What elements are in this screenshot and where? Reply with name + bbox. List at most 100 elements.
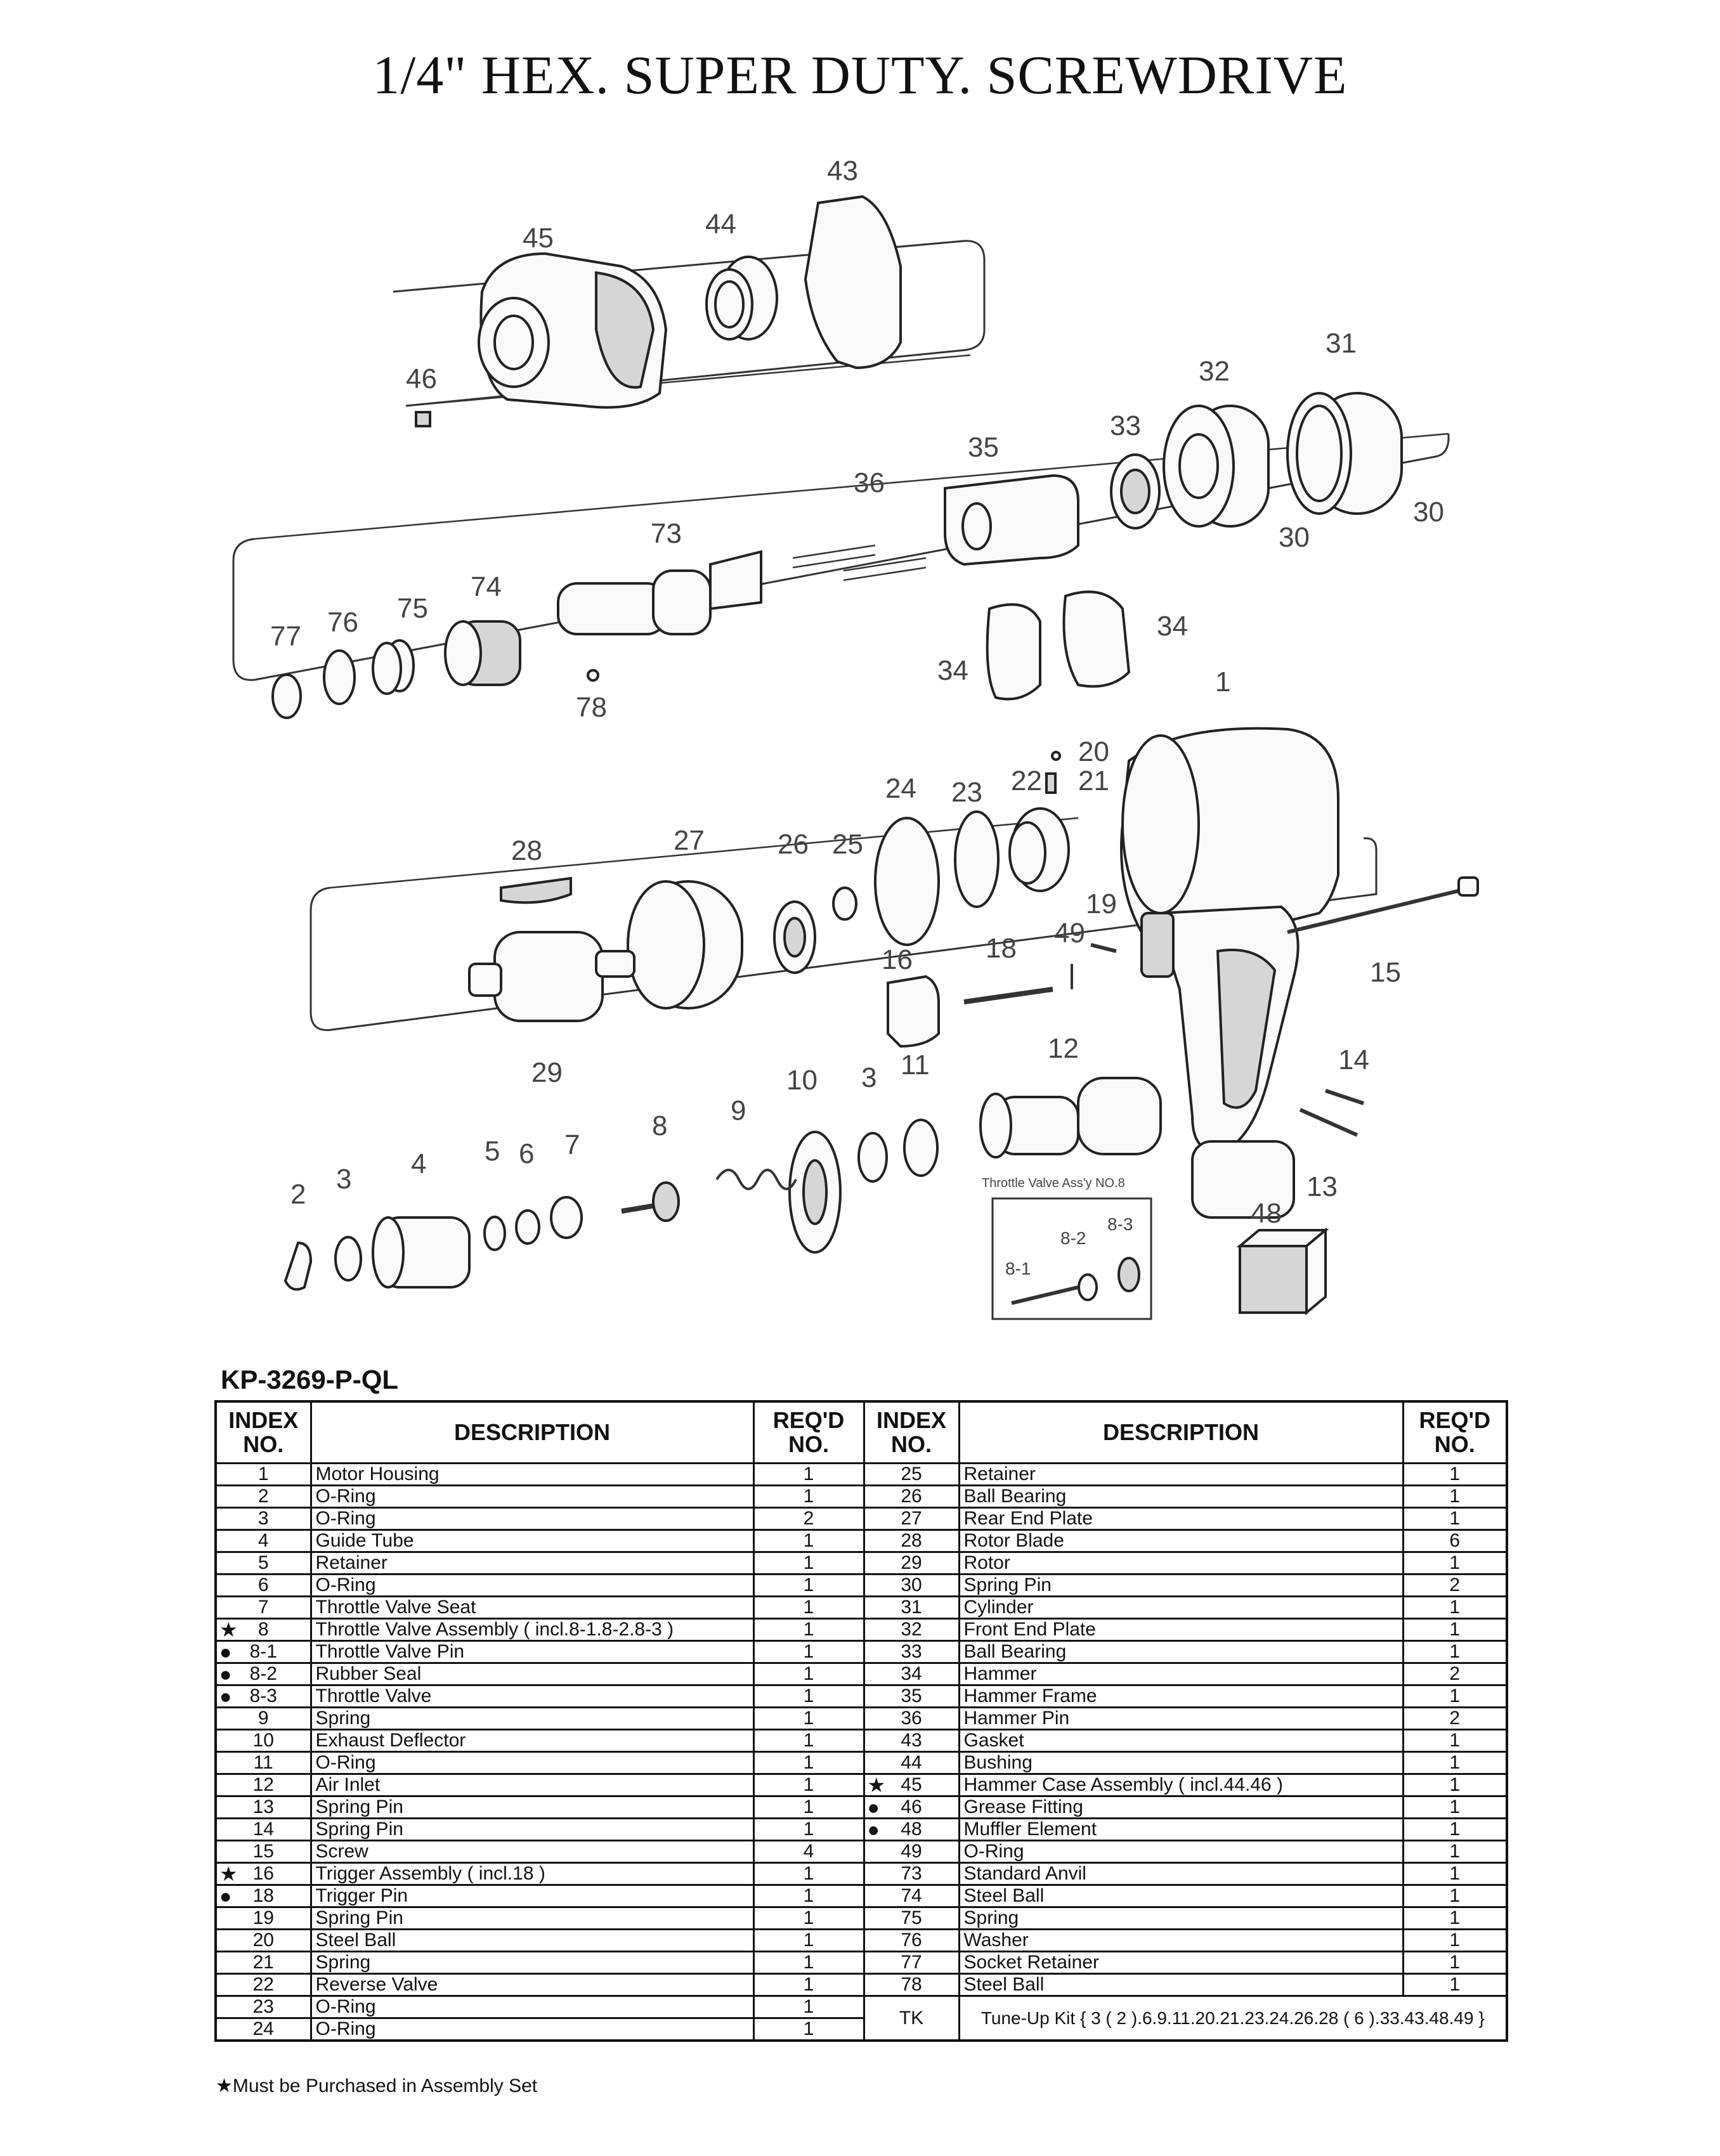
- part-29-rotor: [468, 931, 635, 1022]
- description-cell: Grease Fitting: [958, 1795, 1404, 1819]
- dot-icon: ●: [219, 1685, 232, 1708]
- description-cell: O-Ring: [309, 1751, 755, 1775]
- qty-cell: 1: [1402, 1773, 1508, 1797]
- index-value: 48: [901, 1819, 922, 1840]
- callout-34-right: 34: [1157, 611, 1188, 642]
- index-value: 31: [901, 1597, 922, 1618]
- part-15-screw: [1287, 886, 1472, 934]
- index-value: 7: [257, 1597, 269, 1618]
- index-value: 21: [252, 1952, 274, 1973]
- part-22-reverse-valve: [1008, 807, 1070, 892]
- qty-cell: 1: [1402, 1973, 1508, 1997]
- callout-2: 2: [290, 1179, 306, 1210]
- qty-cell: 2: [1402, 1706, 1508, 1731]
- footnote-star-icon: ★: [216, 2075, 233, 2096]
- qty-cell: 1: [1402, 1640, 1508, 1664]
- qty-cell: 1: [752, 1662, 865, 1686]
- index-value: 27: [901, 1508, 922, 1529]
- callout-1: 1: [1215, 666, 1230, 698]
- description-cell: Throttle Valve Pin: [309, 1640, 755, 1664]
- qty-cell: 4: [752, 1840, 865, 1864]
- index-value: 19: [252, 1907, 274, 1928]
- index-value: 18: [252, 1885, 274, 1906]
- index-cell: 78: [863, 1973, 960, 1997]
- index-value: 15: [252, 1841, 274, 1862]
- callout-14: 14: [1338, 1044, 1369, 1075]
- index-value: 45: [901, 1774, 922, 1795]
- inset-label-8-2: 8-2: [1060, 1228, 1086, 1248]
- part-3-o-ring-left: [334, 1236, 362, 1282]
- index-cell: 12: [214, 1773, 312, 1797]
- callout-45: 45: [523, 223, 554, 254]
- callout-18: 18: [986, 933, 1017, 964]
- index-value: 8-1: [249, 1641, 277, 1662]
- callout-9: 9: [731, 1095, 746, 1126]
- index-cell: 76: [863, 1928, 960, 1952]
- callout-74: 74: [471, 571, 502, 602]
- callout-4: 4: [411, 1148, 426, 1179]
- part-25-retainer: [832, 886, 857, 921]
- callout-10: 10: [786, 1065, 818, 1096]
- index-value: 73: [901, 1863, 922, 1884]
- model-number: KP-3269-P-QL: [221, 1365, 399, 1394]
- index-value: 9: [257, 1708, 269, 1729]
- description-cell: O-Ring: [309, 1484, 755, 1509]
- qty-cell: 1: [1402, 1507, 1508, 1531]
- description-cell: O-Ring: [309, 1573, 755, 1597]
- part-74-steel-ball-socket: [444, 620, 521, 686]
- part-3-o-ring-right: [857, 1132, 888, 1183]
- inset-box: [991, 1197, 1152, 1320]
- qty-cell: 1: [752, 1573, 865, 1597]
- index-cell: 32: [863, 1618, 960, 1642]
- tk-index-cell: TK: [863, 1995, 960, 2042]
- part-16-trigger-assembly: [887, 975, 940, 1048]
- inset-label-8-3: 8-3: [1107, 1214, 1133, 1234]
- index-value: 6: [257, 1575, 269, 1595]
- index-cell: ★8: [214, 1618, 312, 1642]
- page-title: 1/4" HEX. SUPER DUTY. SCREWDRIVE: [372, 44, 1348, 105]
- description-cell: Spring: [309, 1706, 755, 1731]
- index-value: 8-3: [249, 1685, 277, 1706]
- index-cell: 73: [863, 1862, 960, 1886]
- qty-cell: 1: [752, 1595, 865, 1620]
- part-13-spring-pin: [1299, 1108, 1358, 1137]
- description-cell: Spring Pin: [958, 1573, 1404, 1597]
- qty-cell: 1: [752, 1773, 865, 1797]
- part-36-hammer-pin: [792, 544, 876, 559]
- part-44-bushing: [705, 256, 778, 341]
- header-description-left: DESCRIPTION: [309, 1400, 755, 1464]
- index-cell: 13: [214, 1795, 312, 1819]
- part-6-o-ring: [515, 1209, 540, 1245]
- index-value: 43: [901, 1730, 922, 1751]
- index-cell: ★45: [863, 1773, 960, 1797]
- index-value: 44: [901, 1752, 922, 1773]
- description-cell: Hammer Frame: [958, 1684, 1404, 1708]
- callout-11: 11: [901, 1049, 930, 1081]
- description-cell: O-Ring: [309, 1507, 755, 1531]
- callout-46: 46: [406, 363, 437, 394]
- description-cell: Throttle Valve Seat: [309, 1595, 755, 1620]
- qty-cell: 1: [752, 1751, 865, 1775]
- qty-cell: 1: [1402, 1840, 1508, 1864]
- index-cell: 10: [214, 1729, 312, 1753]
- part-31-cylinder: [1286, 392, 1403, 515]
- description-cell: Hammer: [958, 1662, 1404, 1686]
- part-8-throttle-valve-assembly: [621, 1181, 680, 1222]
- callout-27: 27: [674, 825, 705, 856]
- index-cell: 4: [214, 1529, 312, 1553]
- part-78-steel-ball: [587, 669, 599, 682]
- part-77-socket-retainer: [271, 673, 302, 719]
- callout-23: 23: [951, 777, 982, 808]
- description-cell: Washer: [958, 1928, 1404, 1952]
- index-cell: 27: [863, 1507, 960, 1531]
